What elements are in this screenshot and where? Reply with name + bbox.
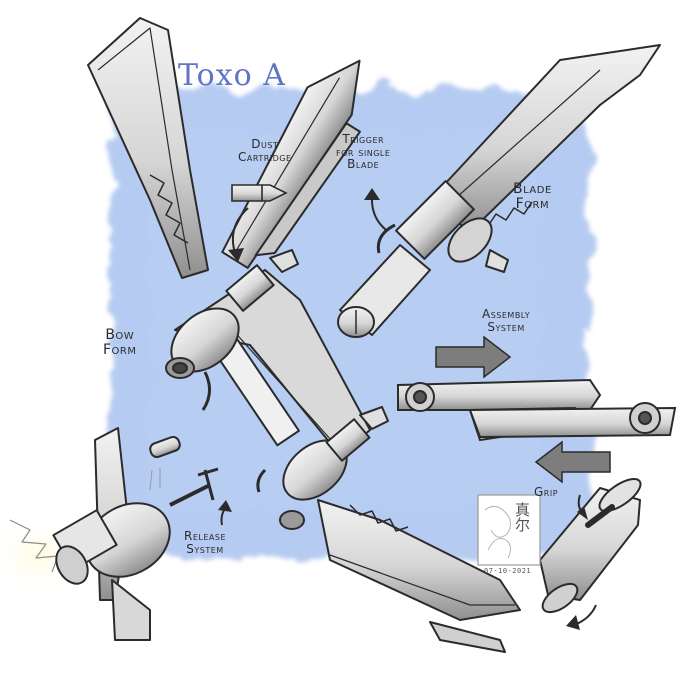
curved-arrow-icon-head [566, 615, 580, 630]
signature-chars: 真尔 [513, 501, 531, 532]
blade-form-weapon [337, 44, 661, 338]
upper-outer-blade [87, 17, 209, 279]
label-dust-cartridge: Dust Cartridge [238, 137, 292, 164]
assembly-diagram [397, 378, 677, 442]
upper-receiver [165, 249, 299, 411]
curved-arrow-icon-head [577, 506, 588, 520]
curved-arrow-icon-head [364, 188, 380, 200]
lower-blade [317, 499, 521, 621]
blade-form-hilt [395, 180, 475, 260]
upper-blade [221, 59, 361, 269]
bow-form-weapon [87, 17, 521, 653]
label-trigger: Trigger for single Blade [336, 132, 391, 172]
arrow-icon [435, 335, 512, 379]
label-bow-form: Bow Form [103, 327, 137, 358]
label-assembly-system: Assembly System [482, 307, 531, 334]
signature-stamp: 真尔 [477, 494, 541, 566]
label-grip: Grip [534, 485, 559, 499]
curved-arrow-icon-head [218, 500, 232, 512]
lower-receiver [256, 406, 389, 530]
bullet-icon [231, 184, 288, 202]
arrow-icon [534, 440, 611, 484]
label-blade-form: Blade Form [513, 181, 552, 212]
curved-arrow-icon [371, 199, 387, 231]
sketch-title: Toxo A [178, 58, 286, 93]
grip-part [539, 477, 642, 614]
signature-date: 07-10-2021 [484, 567, 532, 575]
label-release-system: Release System [184, 529, 227, 556]
curved-arrow-icon-head [228, 248, 244, 262]
release-system-weapon [0, 427, 219, 641]
